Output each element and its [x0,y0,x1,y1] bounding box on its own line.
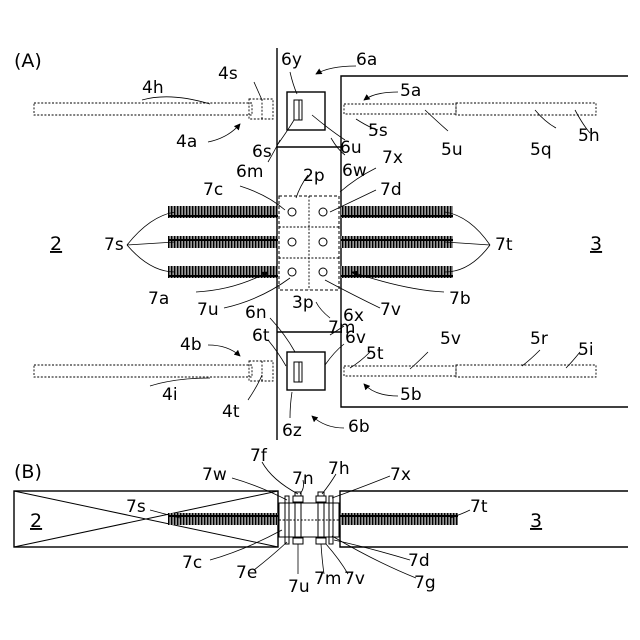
bar-5i [456,365,596,377]
label-6u: 6u [340,138,362,158]
label-4a: 4a [176,132,197,152]
label-5b: 5b [400,385,422,405]
label-7x: 7x [382,148,403,168]
label-b-7s: 7s [126,497,146,517]
bar-4i [34,365,252,377]
label-2: 2 [50,233,62,255]
label-3: 3 [590,233,602,255]
bar-5t [344,366,456,376]
bolt-7d-3 [319,268,327,276]
label-6v: 6v [345,328,366,348]
label-7u: 7u [197,300,219,320]
label-5q: 5q [530,140,552,160]
label-7d: 7d [380,180,402,200]
panel-b: (B) [14,446,628,597]
label-6y: 6y [281,50,302,70]
nut-7f-top [293,496,303,502]
bolt-7d-1 [319,208,327,216]
label-7c: 7c [203,180,223,200]
label-7s: 7s [104,235,124,255]
label-b-7d: 7d [408,551,430,571]
panel-a-label: (A) [14,50,42,72]
bolt-7d-2 [319,238,327,246]
label-6z: 6z [282,421,302,441]
label-3p: 3p [292,293,314,313]
label-5h: 5h [578,126,600,146]
label-6t: 6t [252,326,270,346]
label-6w: 6w [342,161,367,181]
sleeve-6a-insert [294,100,302,120]
label-b-7f: 7f [250,446,268,466]
label-6b: 6b [348,417,370,437]
sleeve-6b-insert [294,362,302,382]
nut-7u-bottom [293,538,303,544]
bolt-7c-2 [288,238,296,246]
label-2p: 2p [303,166,325,186]
label-7v: 7v [380,300,401,320]
label-b-7w: 7w [202,465,227,485]
rebar-7t-3 [341,266,453,278]
rebar-7t-b [340,513,458,525]
label-b-7u: 7u [288,577,310,597]
label-5s: 5s [368,121,388,141]
panel-a: (A) [14,48,628,441]
label-7b: 7b [449,289,471,309]
label-4b: 4b [180,335,202,355]
label-5u: 5u [441,140,463,160]
sleeve-6b [287,352,325,390]
label-b-3: 3 [530,510,542,532]
label-6n: 6n [245,303,267,323]
bolt-7c-3 [288,268,296,276]
label-b-7x: 7x [390,465,411,485]
rebar-7t-2 [341,236,453,248]
rebar-7s-b [168,513,278,525]
label-7t: 7t [495,235,513,255]
label-b-7n: 7n [292,469,314,489]
nut-7h-top [316,496,326,502]
label-b-7m: 7m [314,569,341,589]
panel-b-label: (B) [14,461,42,483]
bolt-7c-1 [288,208,296,216]
label-5a: 5a [400,81,421,101]
bar-4h [34,103,252,115]
rebar-7s-1 [168,206,278,218]
label-5i: 5i [578,340,594,360]
label-4i: 4i [162,385,178,405]
label-5t: 5t [366,344,384,364]
label-4t: 4t [222,402,240,422]
sleeve-6a [287,92,325,130]
nut-7v-bottom [316,538,326,544]
label-5v: 5v [440,329,461,349]
rebar-7t-1 [341,206,453,218]
label-b-7h: 7h [328,459,350,479]
label-6s: 6s [252,142,272,162]
bar-5s [344,104,456,114]
label-6m: 6m [236,162,263,182]
coupler-4s [249,99,273,119]
label-4h: 4h [142,78,164,98]
rebar-7s-3 [168,266,278,278]
label-b-7v: 7v [344,569,365,589]
rebar-7s-2 [168,236,278,248]
label-4s: 4s [218,64,238,84]
label-6a: 6a [356,50,377,70]
label-5r: 5r [530,329,548,349]
bar-5h [456,103,596,115]
label-b-7g: 7g [414,573,436,593]
label-7a: 7a [148,289,169,309]
label-b-2: 2 [30,510,42,532]
label-b-7c: 7c [182,553,202,573]
label-b-7e: 7e [236,563,257,583]
label-b-7t: 7t [470,497,488,517]
